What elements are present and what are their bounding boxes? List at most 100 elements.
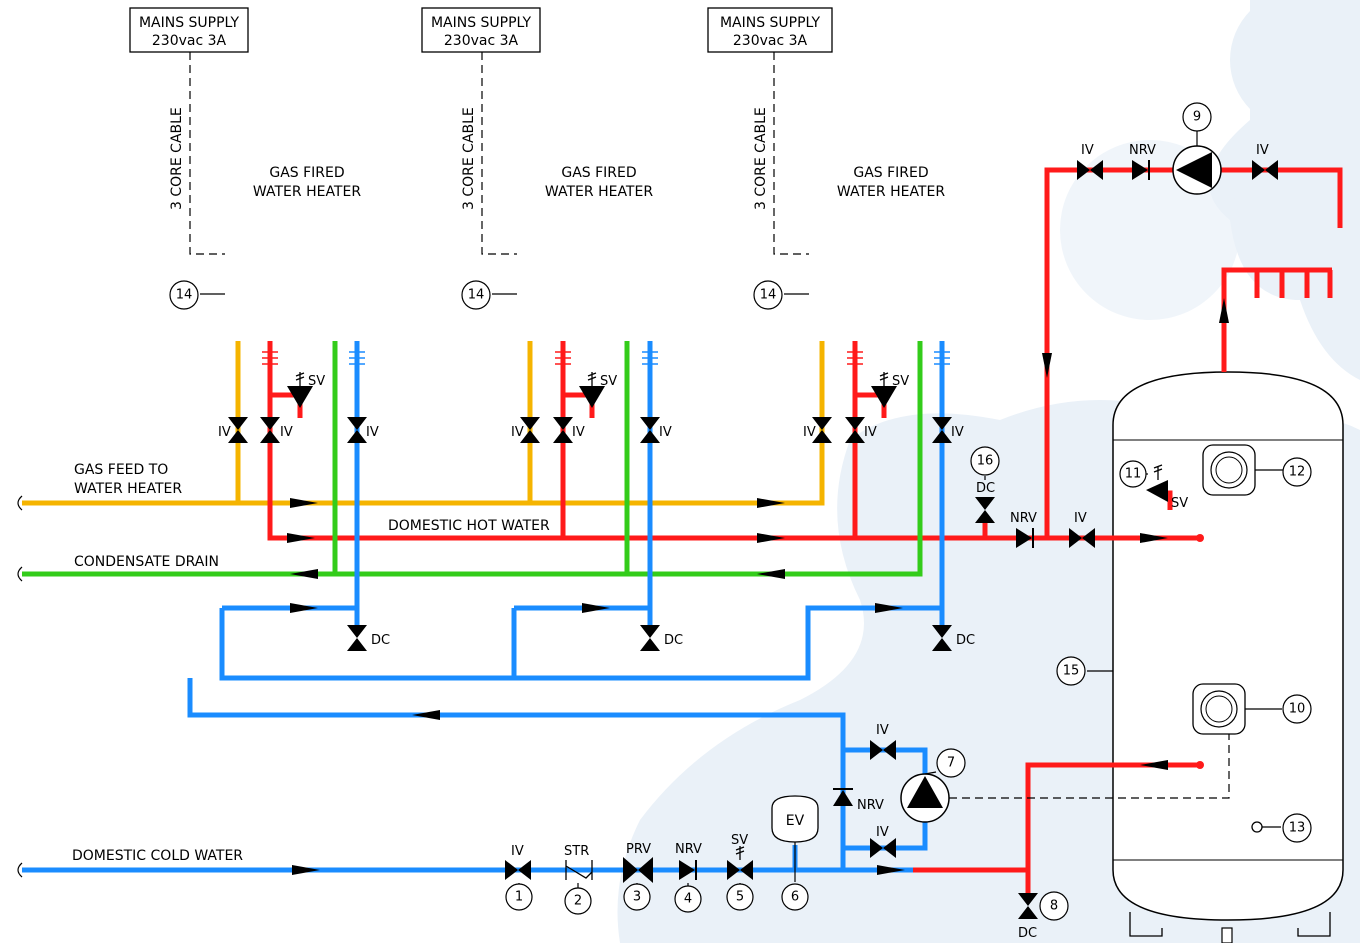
iv-label: IV xyxy=(803,425,816,440)
iv-label: IV xyxy=(218,425,231,440)
heater-3 xyxy=(808,65,973,342)
supply-label: MAINS SUPPLY xyxy=(720,15,821,31)
iv-valve xyxy=(553,417,573,443)
str-label: STR xyxy=(564,844,589,859)
nrv-valve xyxy=(1132,160,1148,180)
iv-label: IV xyxy=(1256,143,1269,158)
tag-circles xyxy=(169,102,1312,921)
tag-6: 6 xyxy=(791,890,799,905)
heater-title: WATER HEATER xyxy=(545,184,653,200)
cable-label: 3 CORE CABLE xyxy=(169,107,185,210)
tag-9: 9 xyxy=(1193,110,1201,125)
safety-valves xyxy=(287,372,1168,860)
expansion-vessel xyxy=(771,795,819,843)
supply-rating: 230vac 3A xyxy=(444,33,519,49)
storage-tank xyxy=(1112,371,1344,943)
condensate-label: CONDENSATE DRAIN xyxy=(74,554,219,570)
iv-valve xyxy=(505,860,531,880)
heater-1 xyxy=(224,65,389,342)
domestic-cold-label: DOMESTIC COLD WATER xyxy=(72,848,243,864)
tag-5: 5 xyxy=(736,890,744,905)
tag-13: 13 xyxy=(1289,821,1306,836)
supply-rating: 230vac 3A xyxy=(152,33,227,49)
tag-14: 14 xyxy=(176,288,193,303)
iv-label: IV xyxy=(864,425,877,440)
dc-label: DC xyxy=(956,633,975,648)
flow-arrows xyxy=(287,298,1229,875)
sv-label: SV xyxy=(308,374,325,389)
iv-label: IV xyxy=(951,425,964,440)
dc-label: DC xyxy=(976,481,995,496)
tag-11: 11 xyxy=(1125,467,1142,482)
iv-valve xyxy=(1252,160,1278,180)
iv-valve xyxy=(812,417,832,443)
pipe-inlets xyxy=(17,495,23,878)
dc-valve xyxy=(347,625,367,651)
iv-label: IV xyxy=(280,425,293,440)
dc-valve xyxy=(640,625,660,651)
tag-14: 14 xyxy=(468,288,485,303)
pump-9 xyxy=(1172,145,1222,195)
heater-title: GAS FIRED xyxy=(853,165,928,181)
nrv-valve xyxy=(833,790,853,806)
iv-valve xyxy=(640,417,660,443)
nrv-label: NRV xyxy=(1010,511,1037,526)
iv-label: IV xyxy=(1074,511,1087,526)
iv-valve xyxy=(845,417,865,443)
tag-12: 12 xyxy=(1289,465,1306,480)
iv-valve xyxy=(520,417,540,443)
tag-4: 4 xyxy=(684,892,692,907)
nrv-label: NRV xyxy=(675,842,702,857)
tag-3: 3 xyxy=(633,890,641,905)
tag-14: 14 xyxy=(760,288,777,303)
sv-label: SV xyxy=(1171,496,1188,511)
gas-feed-label: WATER HEATER xyxy=(74,481,182,497)
tag-8: 8 xyxy=(1050,899,1058,914)
tag-16: 16 xyxy=(977,454,994,469)
supply-label: MAINS SUPPLY xyxy=(139,15,240,31)
tag-7: 7 xyxy=(947,756,955,771)
cable-label: 3 CORE CABLE xyxy=(461,107,477,210)
sv-valve xyxy=(727,860,753,880)
prv-valve xyxy=(623,857,653,883)
heater-title: WATER HEATER xyxy=(837,184,945,200)
dc-valve xyxy=(1018,893,1038,919)
sv-label: SV xyxy=(731,833,748,848)
domestic-hot-label: DOMESTIC HOT WATER xyxy=(388,518,550,534)
iv-label: IV xyxy=(572,425,585,440)
nrv-valve xyxy=(1016,528,1032,548)
gas-pipes xyxy=(22,341,825,506)
iv-valve xyxy=(1069,528,1095,548)
nrv-label: NRV xyxy=(1129,143,1156,158)
heater-title: GAS FIRED xyxy=(561,165,636,181)
sv-label: SV xyxy=(600,374,617,389)
valves xyxy=(228,160,1278,919)
dc-label: DC xyxy=(1018,926,1037,941)
iv-label: IV xyxy=(366,425,379,440)
dc-label: DC xyxy=(371,633,390,648)
iv-valve xyxy=(870,740,896,760)
sv-label: SV xyxy=(892,374,909,389)
iv-valve xyxy=(260,417,280,443)
outlet-ticks xyxy=(262,351,863,365)
nrv-label: NRV xyxy=(857,798,884,813)
iv-valve xyxy=(1077,160,1103,180)
gas-feed-label: GAS FEED TO xyxy=(74,462,168,478)
iv-valve xyxy=(347,417,367,443)
iv-label: IV xyxy=(511,425,524,440)
heater-title: WATER HEATER xyxy=(253,184,361,200)
tag-15: 15 xyxy=(1063,664,1080,679)
iv-label: IV xyxy=(659,425,672,440)
iv-label: IV xyxy=(511,844,524,859)
strainer xyxy=(565,860,593,880)
tag-1: 1 xyxy=(515,890,523,905)
nrv-valve xyxy=(679,860,695,880)
ev-label: EV xyxy=(786,813,805,829)
cable-label: 3 CORE CABLE xyxy=(753,107,769,210)
dc-valve xyxy=(932,625,952,651)
tag-10: 10 xyxy=(1289,702,1306,717)
iv-valve xyxy=(932,417,952,443)
tag-2: 2 xyxy=(574,894,582,909)
mains-supply-boxes xyxy=(129,7,833,295)
